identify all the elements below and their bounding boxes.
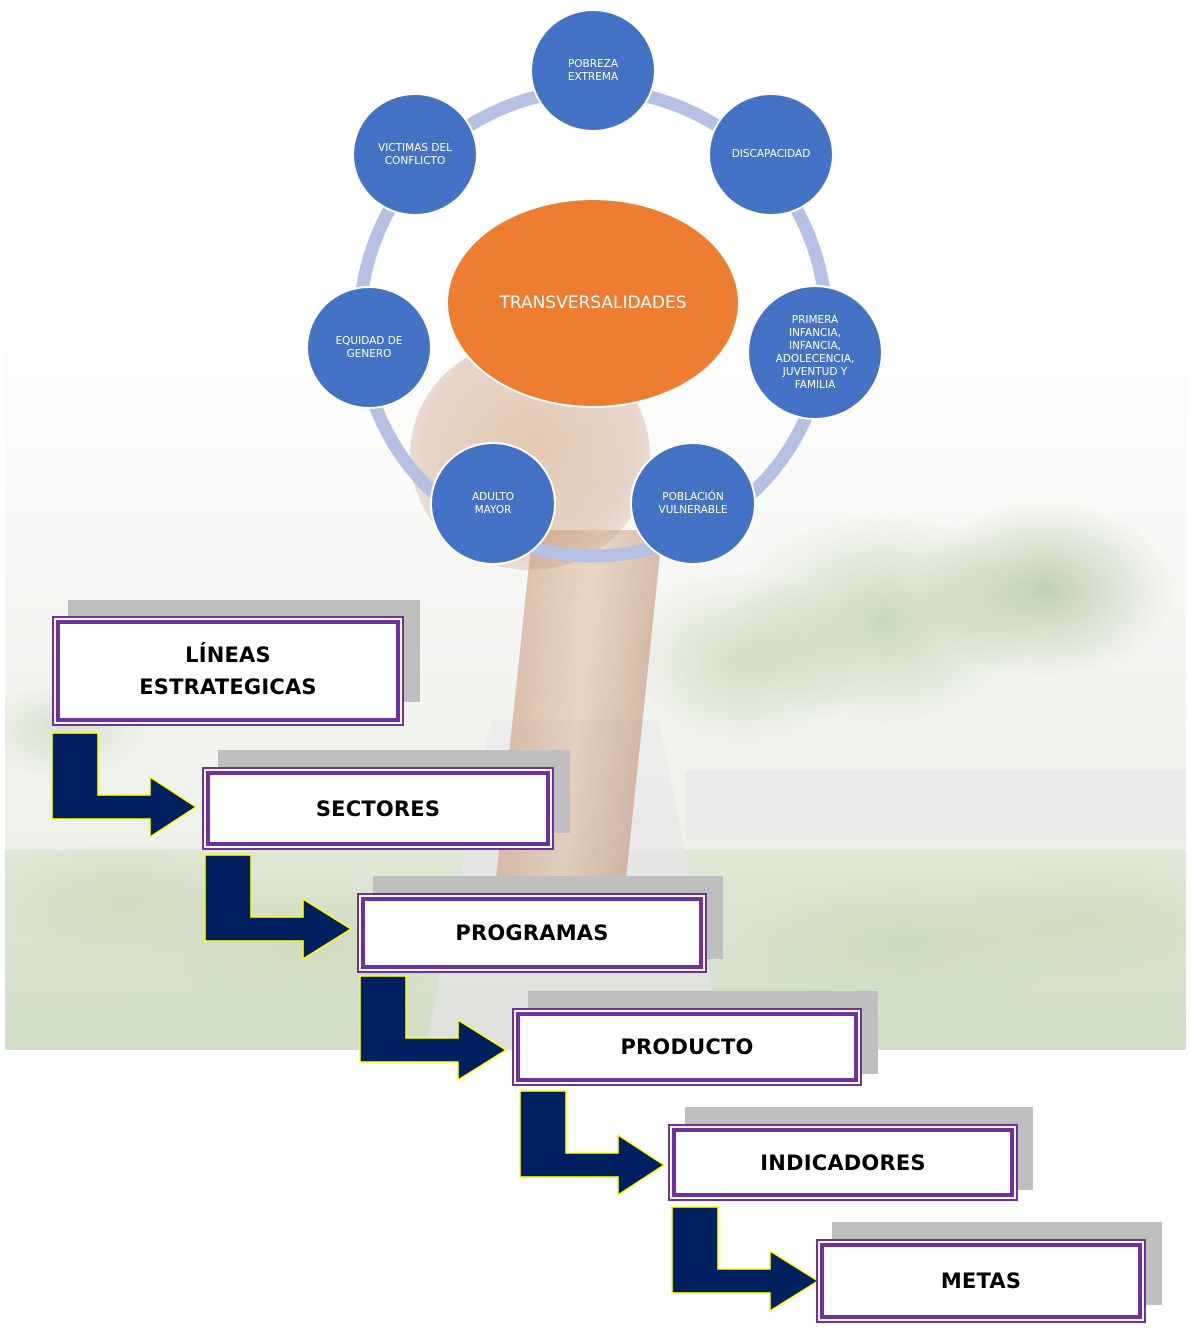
arrow-step-5 xyxy=(671,1206,820,1313)
node-label: PRIMERA INFANCIA, INFANCIA, ADOLECENCIA,… xyxy=(775,313,855,391)
node-adulto-mayor: ADULTO MAYOR xyxy=(430,442,556,565)
node-label: DISCAPACIDAD xyxy=(731,148,811,160)
node-label: POBLACIÓN VULNERABLE xyxy=(658,490,728,516)
center-node-transversalidades: TRANSVERSALIDADES xyxy=(446,198,740,408)
node-label: ADULTO MAYOR xyxy=(471,490,515,516)
step-lineas-estrategicas: LÍNEAS ESTRATEGICAS xyxy=(52,616,404,726)
step-label: METAS xyxy=(818,1241,1144,1321)
node-poblacion-vulnerable: POBLACIÓN VULNERABLE xyxy=(630,442,756,565)
step-label: LÍNEAS ESTRATEGICAS xyxy=(54,618,402,724)
background-wall xyxy=(685,770,1185,840)
node-label: VICTIMAS DEL CONFLICTO xyxy=(378,141,452,167)
node-equidad-de-genero: EQUIDAD DE GENERO xyxy=(306,286,432,409)
node-pobreza-extrema: POBREZA EXTREMA xyxy=(530,9,656,132)
step-producto: PRODUCTO xyxy=(512,1008,862,1086)
step-label: INDICADORES xyxy=(670,1126,1016,1199)
step-metas: METAS xyxy=(816,1239,1146,1323)
node-primera-infancia: PRIMERA INFANCIA, INFANCIA, ADOLECENCIA,… xyxy=(747,285,883,420)
arrow-step-1 xyxy=(51,732,198,839)
node-label: POBREZA EXTREMA xyxy=(567,57,619,83)
center-label: TRANSVERSALIDADES xyxy=(499,293,687,313)
node-discapacidad: DISCAPACIDAD xyxy=(708,93,834,216)
step-label: SECTORES xyxy=(204,769,552,848)
arrow-step-2 xyxy=(204,854,353,961)
step-indicadores: INDICADORES xyxy=(668,1124,1018,1201)
node-victimas-del-conflicto: VICTIMAS DEL CONFLICTO xyxy=(352,93,478,216)
step-label: PROGRAMAS xyxy=(359,895,705,971)
node-label: EQUIDAD DE GENERO xyxy=(335,334,403,360)
step-label: PRODUCTO xyxy=(514,1010,860,1084)
arrow-step-4 xyxy=(519,1090,666,1197)
arrow-step-3 xyxy=(359,975,508,1082)
step-sectores: SECTORES xyxy=(202,767,554,850)
step-programas: PROGRAMAS xyxy=(357,893,707,973)
